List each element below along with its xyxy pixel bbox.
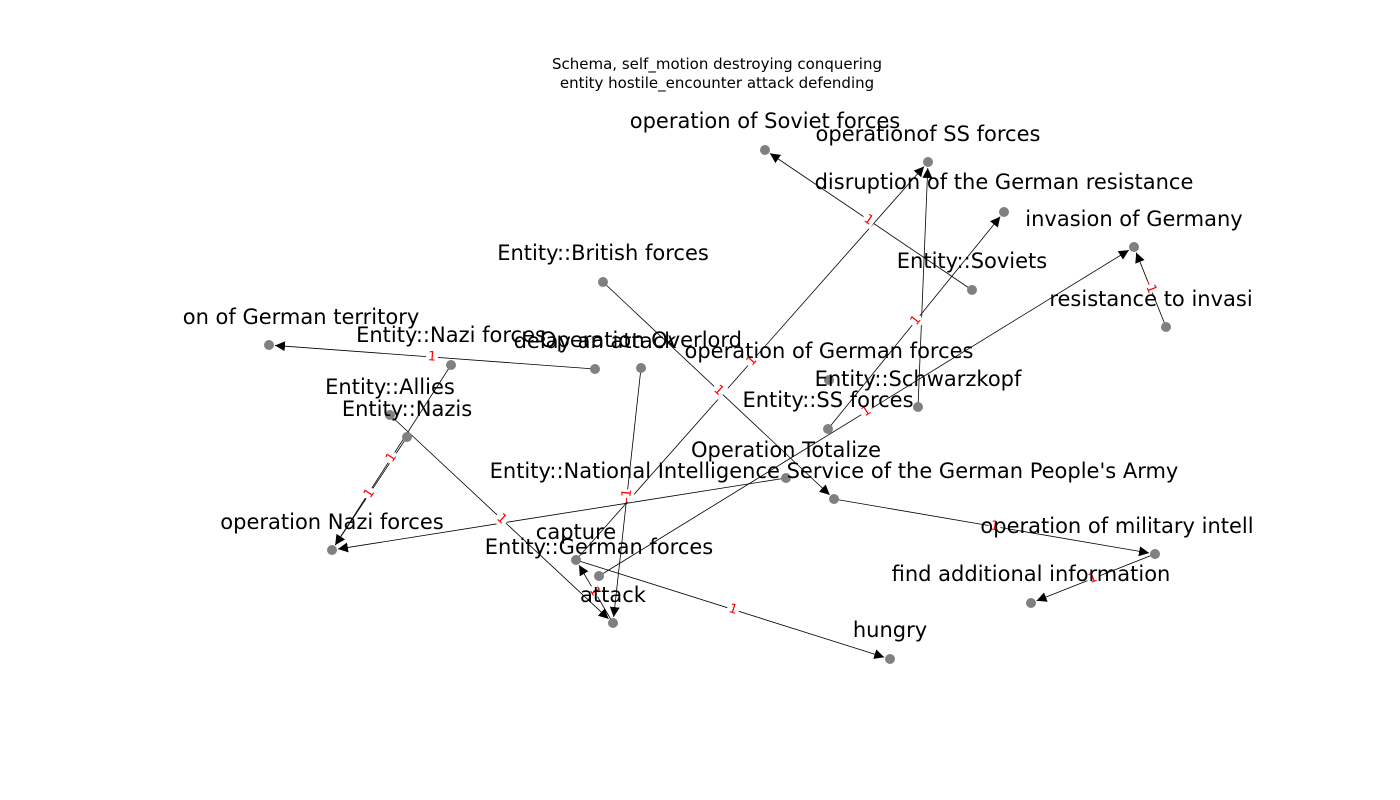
edge-label-text: -1 — [1141, 278, 1160, 296]
node-label: operationof SS forces — [816, 122, 1041, 146]
edge-label-background — [618, 488, 635, 503]
edge-weight-label: 1 — [585, 582, 605, 601]
node-dot[interactable] — [760, 145, 770, 155]
edge-label-background — [906, 310, 926, 330]
edge-weight-label: 1 — [381, 448, 401, 467]
edge-label-background — [492, 509, 512, 529]
node-label: operation of German forces — [684, 339, 973, 363]
node-dot[interactable] — [885, 654, 895, 664]
edge-label-background — [381, 448, 401, 467]
node-dot[interactable] — [385, 410, 395, 420]
node-label: Entity::Allies — [325, 375, 455, 399]
node-label: delay an attack — [514, 329, 678, 353]
node-label: Entity::SS forces — [742, 388, 913, 412]
node-dot[interactable] — [571, 555, 581, 565]
edge-label-background — [1084, 568, 1102, 588]
edge-weight-label: 1 — [709, 380, 729, 400]
node-dot[interactable] — [608, 618, 618, 628]
edge-weight-label: -1 — [1141, 278, 1160, 296]
node-label: operation Nazi forces — [220, 510, 443, 534]
node-label: find additional information — [892, 562, 1171, 586]
node-dot[interactable] — [327, 545, 337, 555]
node-label: Entity::German forces — [485, 535, 714, 559]
node-dot[interactable] — [967, 285, 977, 295]
edge-weight-label: -1 — [618, 488, 635, 503]
graph-title-line-1: Schema, self_motion destroying conquerin… — [552, 55, 882, 74]
edge-arrow — [337, 477, 787, 553]
edge-label-background — [709, 380, 729, 400]
graph-title-line-2: entity hostile_encounter attack defendin… — [560, 74, 874, 93]
node-label: invasion of Germany — [1025, 207, 1243, 231]
node-dot[interactable] — [823, 424, 833, 434]
edge-label-background — [859, 210, 878, 230]
edge-weight-label: 1 — [492, 509, 512, 529]
edge-weight-label: 1 — [857, 401, 876, 421]
node-dot[interactable] — [781, 473, 791, 483]
node-label: operation of Soviet forces — [630, 109, 901, 133]
edge-weight-label: 1 — [359, 484, 379, 503]
node-label: hungry — [853, 618, 927, 642]
node-dot[interactable] — [594, 571, 604, 581]
node-dot[interactable] — [1129, 242, 1139, 252]
node-label: Entity::Soviets — [897, 249, 1047, 273]
node-label: capture — [536, 520, 616, 544]
edge-label-background — [742, 351, 762, 371]
edge-weight-label: 1 — [987, 517, 1002, 535]
node-dot[interactable] — [923, 157, 933, 167]
node-label: Entity::National Intelligence Service of… — [490, 459, 1179, 483]
node-dot[interactable] — [1026, 598, 1036, 608]
node-dot[interactable] — [590, 364, 600, 374]
node-dot[interactable] — [999, 207, 1009, 217]
node-dot[interactable] — [598, 277, 608, 287]
edge-arrow — [917, 167, 933, 408]
node-dot[interactable] — [824, 375, 834, 385]
edge-weight-label: 1 — [742, 351, 762, 371]
node-label: attack — [580, 583, 647, 607]
node-dot[interactable] — [829, 494, 839, 504]
edge-label-background — [1141, 278, 1160, 296]
node-label: Entity::Schwarzkopf — [815, 367, 1022, 391]
edge-label-background — [725, 600, 742, 618]
node-label: Entity::British forces — [497, 241, 709, 265]
node-dot[interactable] — [1150, 549, 1160, 559]
node-dot[interactable] — [446, 360, 456, 370]
node-label: resistance to invasi — [1049, 287, 1252, 311]
edge-weight-label: 1 — [859, 210, 878, 230]
node-label: on of German territory — [183, 305, 420, 329]
node-dot[interactable] — [264, 340, 274, 350]
node-dot[interactable] — [913, 402, 923, 412]
edge-label-background — [425, 348, 439, 365]
node-label: Entity::Nazi forces — [356, 323, 546, 347]
node-label: Operation Overlord — [540, 328, 742, 352]
edge-weight-label: 1 — [906, 310, 926, 330]
node-label: disruption of the German resistance — [815, 170, 1194, 194]
node-label: Entity::Nazis — [342, 397, 472, 421]
edge-weight-label: 1 — [425, 348, 439, 365]
edge-weight-label: 1 — [725, 600, 742, 618]
edge-weight-label: 1 — [1084, 568, 1102, 588]
nodes-layer — [264, 145, 1171, 664]
node-dot[interactable] — [402, 432, 412, 442]
edge-label-background — [987, 517, 1002, 535]
edge-label-text: 1 — [427, 349, 436, 365]
node-label: Operation Totalize — [691, 438, 881, 462]
node-dot[interactable] — [1161, 322, 1171, 332]
edge-label-background — [359, 484, 379, 503]
node-dot[interactable] — [636, 363, 646, 373]
edge-label-text: 1 — [989, 518, 1000, 534]
node-label: operation of military intell — [980, 514, 1253, 538]
edge-label-background — [857, 401, 876, 421]
edge-label-background — [585, 582, 605, 601]
edge-label-text: -1 — [619, 488, 635, 503]
